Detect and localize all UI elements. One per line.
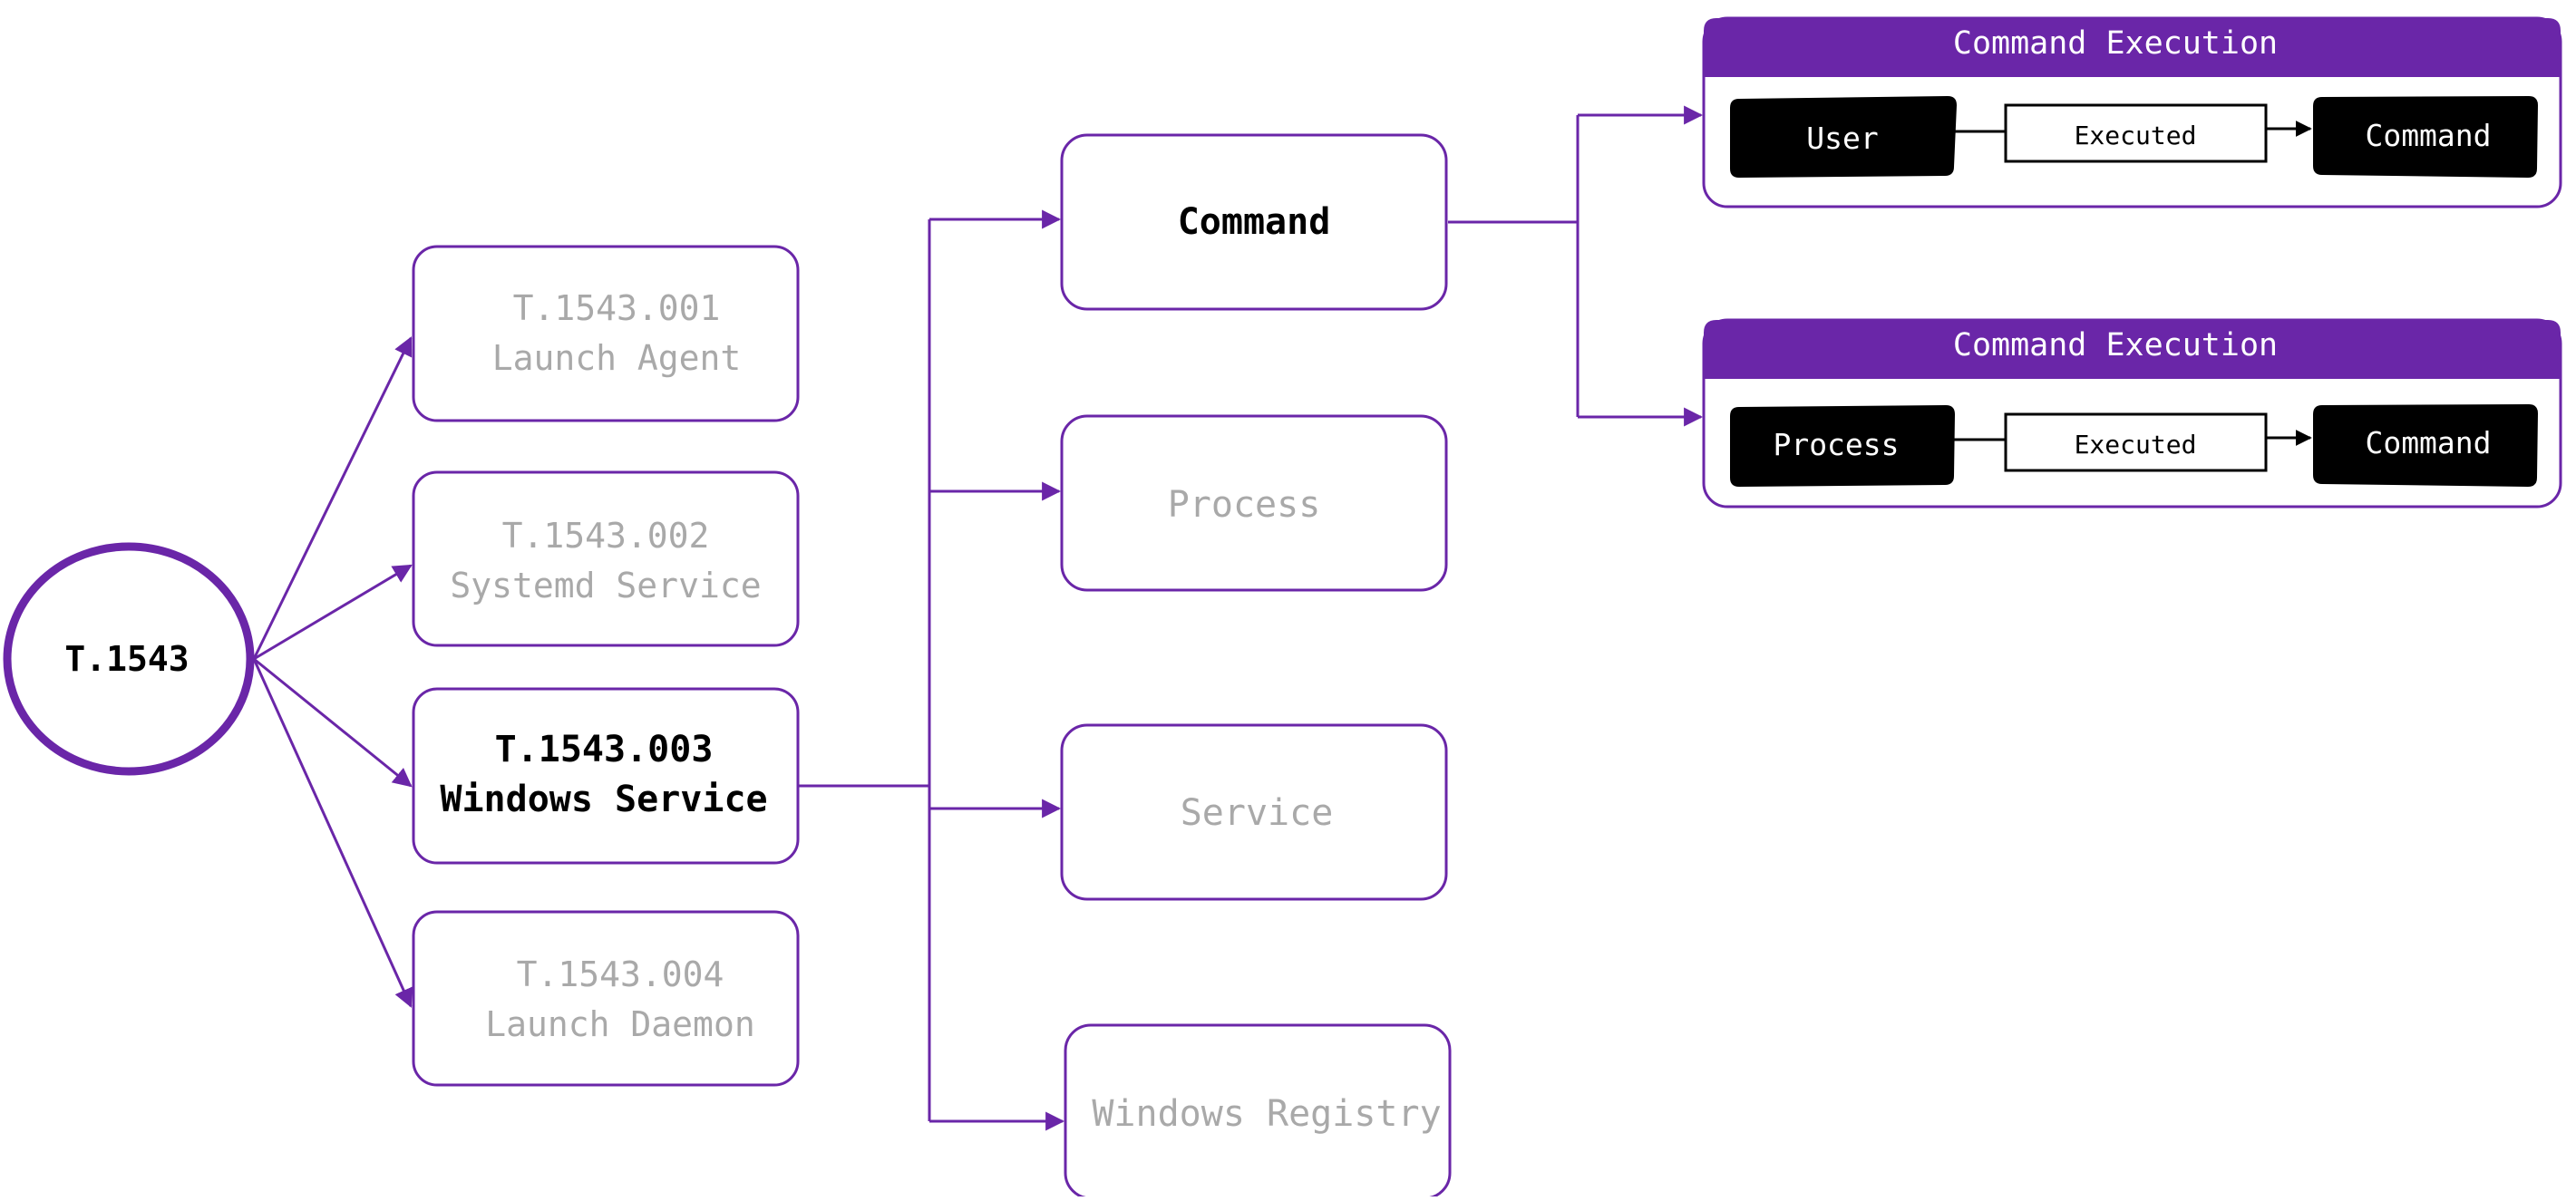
connector-root-to-t003 xyxy=(253,657,413,788)
datasource-node-windows-registry[interactable]: Windows Registry xyxy=(1064,1023,1452,1200)
technique-node-t004[interactable]: T.1543.004 Launch Daemon xyxy=(412,910,800,1087)
component-panel-2[interactable]: Command Execution Process Executed Comma… xyxy=(1702,318,2562,508)
technique-name: Launch Agent xyxy=(492,338,742,378)
technique-node-t001[interactable]: T.1543.001 Launch Agent xyxy=(412,245,800,422)
datasource-label: Service xyxy=(1181,792,1334,834)
component-panel-header xyxy=(1704,18,2561,77)
datasource-node-command[interactable]: Command xyxy=(1060,133,1448,311)
datasource-label: Process xyxy=(1168,484,1321,526)
target-pill xyxy=(2313,404,2538,487)
technique-node-t003[interactable]: T.1543.003 Windows Service xyxy=(412,687,800,865)
technique-id: T.1543.001 xyxy=(513,288,721,328)
target-label: Command xyxy=(2365,118,2491,153)
technique-id: T.1543.002 xyxy=(502,516,710,556)
connector-root-to-t004 xyxy=(252,658,413,1008)
root-connectors xyxy=(252,336,413,1008)
component-connectors xyxy=(1448,105,1704,427)
technique-box xyxy=(412,470,800,647)
relation-box xyxy=(2004,412,2268,472)
root-label: T.1543 xyxy=(64,639,189,679)
source-label: Process xyxy=(1773,427,1899,462)
technique-id: T.1543.004 xyxy=(517,954,724,994)
technique-id: T.1543.003 xyxy=(495,729,714,770)
relation-label: Executed xyxy=(2075,121,2197,150)
source-pill xyxy=(1730,405,1955,487)
source-pill xyxy=(1730,96,1957,178)
connector-root-to-t001 xyxy=(252,336,413,660)
datasource-label: Command xyxy=(1178,201,1331,243)
datasource-node-process[interactable]: Process xyxy=(1060,414,1448,592)
technique-name: Launch Daemon xyxy=(485,1004,754,1044)
datasource-node-service[interactable]: Service xyxy=(1060,723,1448,901)
technique-box xyxy=(412,687,800,865)
technique-name: Windows Service xyxy=(440,779,767,820)
datasource-label: Windows Registry xyxy=(1092,1093,1441,1135)
datasource-connectors xyxy=(799,209,1065,1131)
root-circle xyxy=(3,542,255,776)
source-label: User xyxy=(1806,121,1878,156)
technique-name: Systemd Service xyxy=(450,566,761,605)
relation-label: Executed xyxy=(2075,430,2197,460)
technique-box xyxy=(412,910,800,1087)
datasource-box xyxy=(1060,723,1448,901)
datasource-box xyxy=(1060,414,1448,592)
relation-box xyxy=(2004,103,2268,163)
component-panel-header xyxy=(1704,320,2561,379)
component-panel-1[interactable]: Command Execution User Executed Command xyxy=(1702,16,2562,208)
technique-box xyxy=(412,245,800,422)
root-node[interactable]: T.1543 xyxy=(3,542,255,776)
component-title: Command Execution xyxy=(1953,327,2278,363)
target-label: Command xyxy=(2365,425,2491,460)
technique-node-t002[interactable]: T.1543.002 Systemd Service xyxy=(412,470,800,647)
target-pill xyxy=(2313,96,2538,178)
component-title: Command Execution xyxy=(1953,25,2278,62)
connector-root-to-t002 xyxy=(253,564,413,661)
datasource-box xyxy=(1060,133,1448,311)
